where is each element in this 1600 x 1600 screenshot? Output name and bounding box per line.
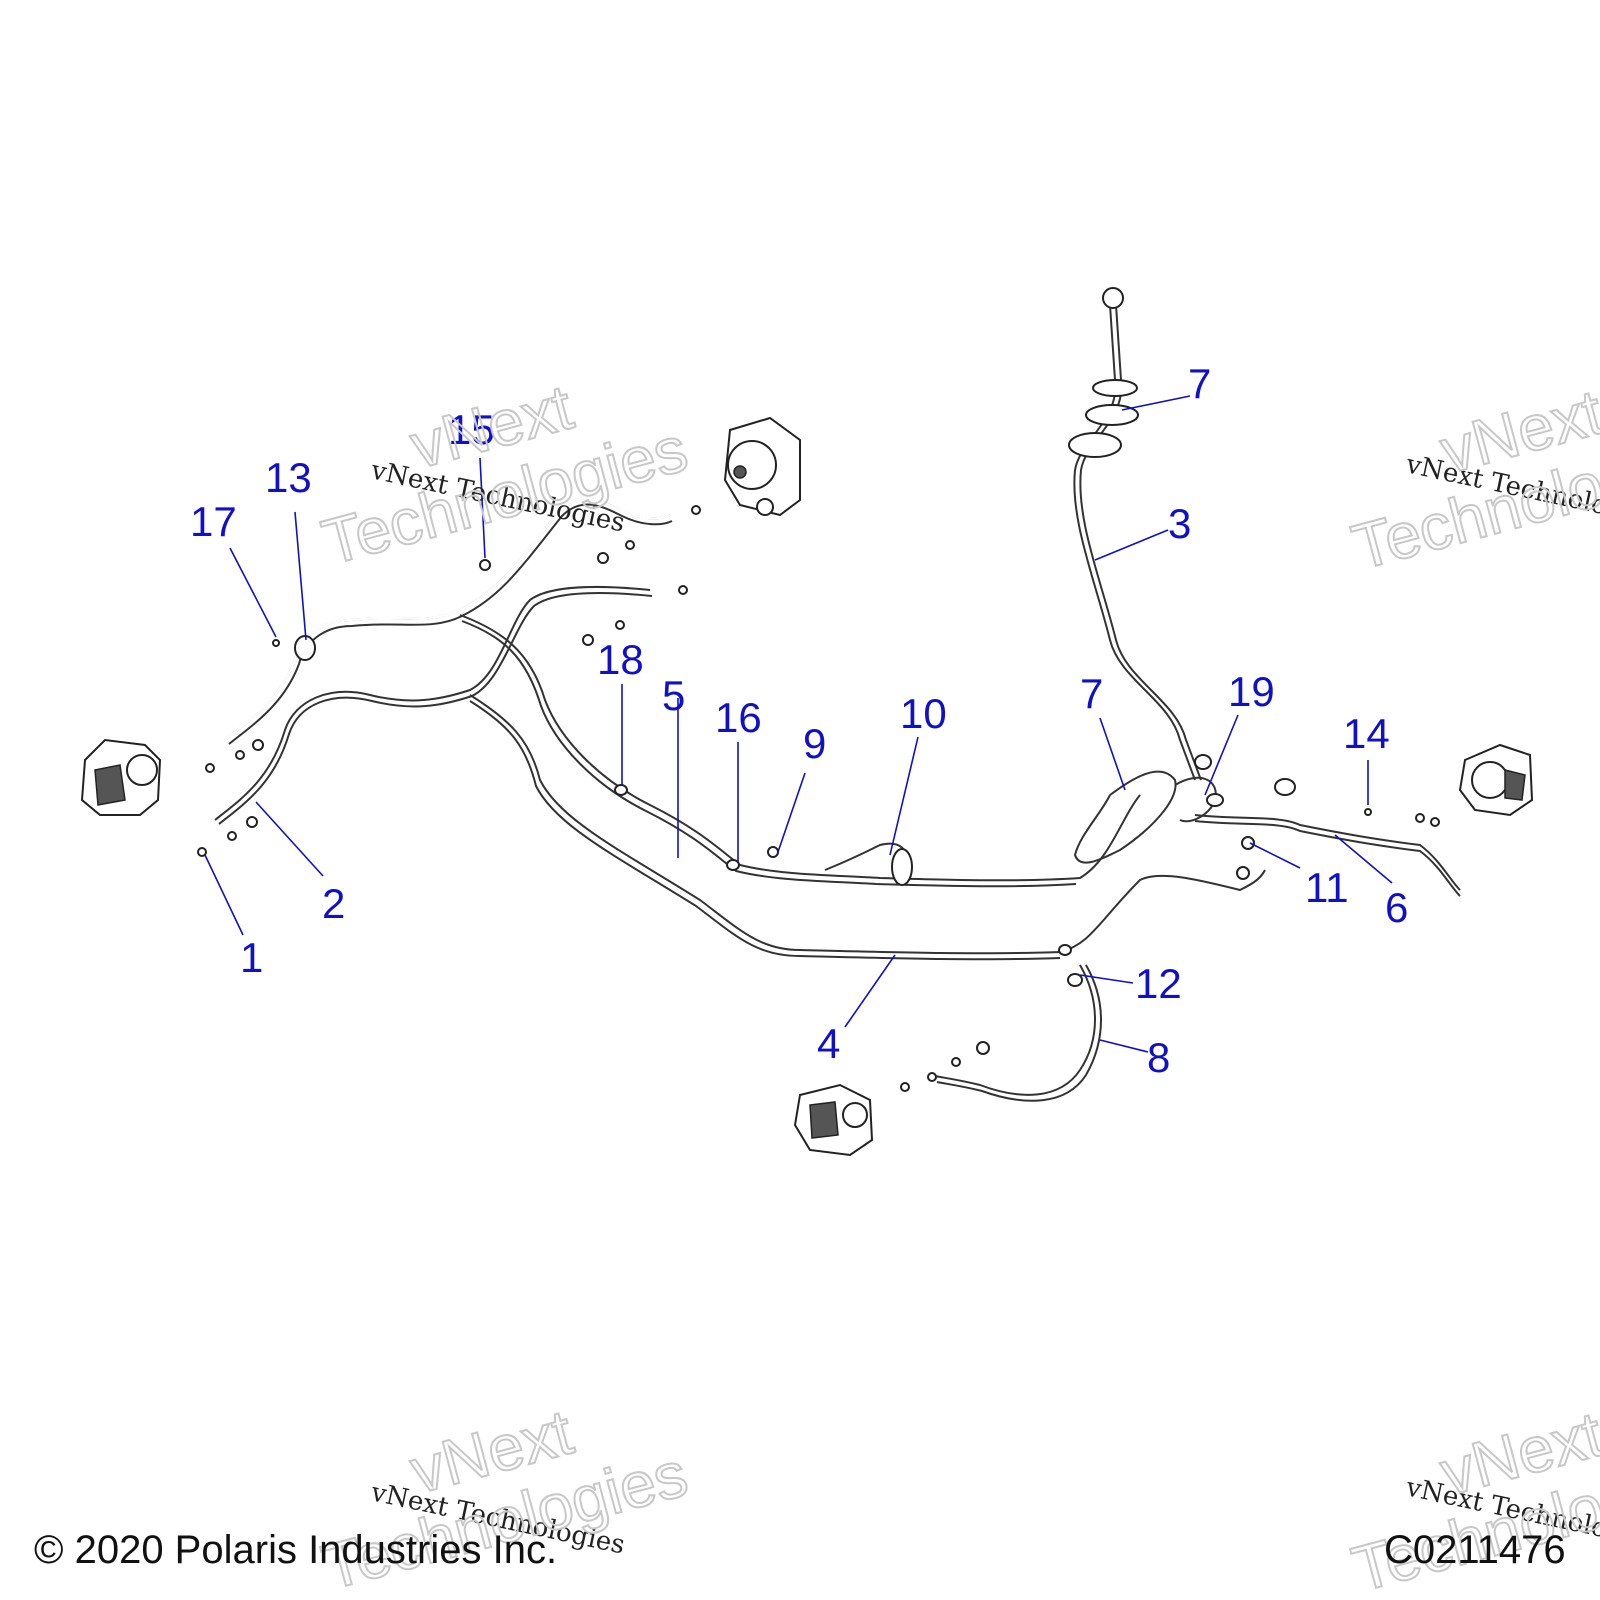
leader-8	[1099, 1039, 1149, 1053]
watermark-outline-top-left: vNext Technologies	[314, 369, 695, 579]
callout-labels: 1 2 3 4 5 6 7 7 8 9 10 11 12 13 14 15 16…	[190, 360, 1408, 1081]
brake-line-8	[934, 964, 1102, 1102]
callout-12: 12	[1135, 960, 1182, 1007]
callout-13: 13	[265, 454, 312, 501]
fasteners	[197, 505, 1440, 1092]
figure-id: C0211476	[1384, 1528, 1566, 1572]
callout-17: 17	[190, 498, 237, 545]
callout-7-upper: 7	[1188, 360, 1211, 407]
brake-line-art	[80, 287, 1534, 1157]
brake-line-6	[1194, 814, 1461, 897]
leader-3	[1094, 529, 1169, 561]
callout-9: 9	[803, 720, 826, 767]
callout-19: 19	[1228, 668, 1275, 715]
callout-3: 3	[1168, 500, 1191, 547]
caliper-rear-left	[793, 1083, 874, 1157]
leader-10	[889, 736, 919, 856]
copyright-notice: © 2020 Polaris Industries Inc.	[34, 1528, 558, 1572]
callout-10: 10	[900, 690, 947, 737]
leader-2	[255, 801, 324, 877]
callout-5: 5	[662, 672, 685, 719]
caliper-rear-right	[1458, 743, 1534, 817]
watermark-outline-top-right: vNext Technologies	[1344, 374, 1600, 584]
brake-line-4	[469, 694, 1266, 961]
leader-4	[844, 954, 896, 1028]
master-cylinder-fitting	[1102, 287, 1124, 309]
leader-11	[1249, 842, 1301, 869]
callout-1: 1	[240, 934, 263, 981]
caliper-front-left	[80, 738, 162, 816]
leader-9	[777, 772, 806, 853]
callout-18: 18	[597, 636, 644, 683]
junction-block	[1073, 770, 1296, 864]
leader-19	[1204, 714, 1239, 796]
callout-6: 6	[1385, 884, 1408, 931]
callout-4: 4	[817, 1020, 840, 1067]
caliper-front-right	[723, 416, 801, 517]
brake-line-5	[459, 614, 1141, 888]
leader-7b	[1099, 717, 1126, 791]
callout-16: 16	[715, 694, 762, 741]
leader-15	[479, 457, 486, 559]
leader-12	[1079, 974, 1134, 984]
leader-17	[229, 547, 277, 638]
leader-13	[294, 511, 307, 641]
callout-7-lower: 7	[1080, 670, 1103, 717]
leader-7a	[1121, 395, 1191, 411]
brake-line-10-loop	[824, 842, 913, 886]
callout-2: 2	[322, 880, 345, 927]
callout-14: 14	[1343, 710, 1390, 757]
leader-1	[204, 854, 244, 936]
callout-11: 11	[1305, 864, 1349, 911]
callout-8: 8	[1147, 1034, 1170, 1081]
leader-lines	[204, 395, 1393, 1053]
leader-6	[1334, 834, 1393, 884]
brake-line-3	[1068, 287, 1202, 781]
callout-15: 15	[448, 406, 495, 453]
front-brake-line-lower	[214, 586, 653, 825]
